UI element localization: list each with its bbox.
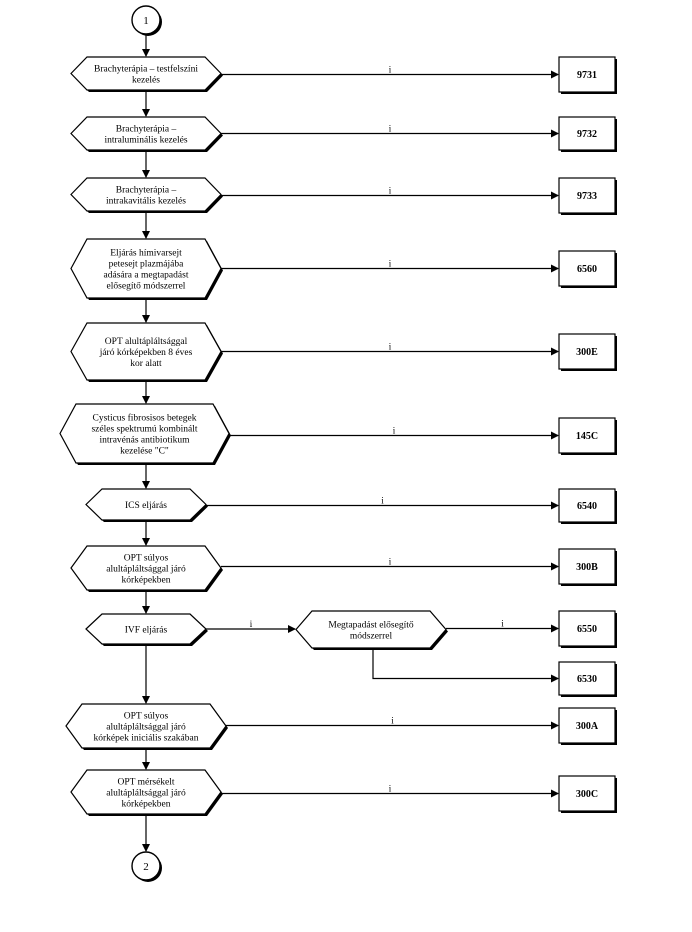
code-box-6560-label: 6560 [577, 264, 597, 275]
decision-d10 [65, 703, 227, 749]
yes-label-d3: i [389, 186, 392, 196]
decision-d3-line-2: intrakavitális kezelés [106, 197, 186, 207]
code-box-9731 [558, 56, 616, 93]
decision-d1 [70, 56, 222, 91]
code-box-300E [558, 333, 616, 370]
decision-d6 [59, 403, 230, 464]
decision-d7 [85, 488, 207, 521]
decision-d3 [70, 177, 222, 212]
decision-d4-line-4: elősegítő módszerrel [107, 282, 186, 292]
yes-label-d5: i [389, 342, 392, 352]
decision-d8-line-1: OPT súlyos [124, 554, 169, 564]
yes-label-d2: i [389, 124, 392, 134]
code-box-6540 [558, 488, 616, 523]
code-box-300A [558, 707, 616, 744]
decision-d5-line-1: OPT alultápláltsággal [105, 337, 188, 347]
code-box-9732-label: 9732 [577, 129, 597, 140]
yes-label-d9: i [250, 619, 253, 629]
decision-d9 [85, 613, 207, 645]
code-box-300C [558, 775, 616, 812]
decision-d7-line-1: ICS eljárás [125, 501, 167, 511]
decision-d10-line-3: kórképek iniciális szakában [94, 734, 199, 744]
decision-d9b [295, 610, 447, 649]
yes-label-d8: i [389, 557, 392, 567]
end-connector-label: 2 [143, 861, 149, 873]
code-box-6560 [558, 250, 616, 287]
decision-d2 [70, 116, 222, 151]
decision-d8-line-3: kórképekben [121, 576, 170, 586]
code-box-9733-label: 9733 [577, 191, 597, 202]
yes-label-d6: i [393, 426, 396, 436]
decision-d3-line-1: Brachyterápia – [116, 186, 177, 196]
decision-d4-line-3: adására a megtapadást [104, 271, 189, 281]
yes-label-d7: i [381, 496, 384, 506]
code-box-300C-label: 300C [576, 789, 598, 800]
decision-d6-line-3: intravénás antibiotikum [100, 436, 191, 446]
decision-d11-line-1: OPT mérsékelt [117, 778, 174, 788]
decision-d5 [70, 322, 222, 381]
code-box-9732 [558, 116, 616, 151]
decision-d10-line-1: OPT súlyos [124, 712, 169, 722]
code-box-6530 [558, 661, 616, 696]
decision-d4 [70, 238, 222, 299]
decision-d11 [70, 769, 222, 815]
yes-label-d4: i [389, 259, 392, 269]
start-connector [131, 5, 161, 35]
code-box-6540-label: 6540 [577, 501, 597, 512]
decision-d2-line-2: intraluminális kezelés [104, 136, 187, 146]
code-box-300B-label: 300B [576, 562, 598, 573]
decision-d8-line-2: alultápláltsággal járó [106, 565, 186, 575]
no-arrow-d9b [372, 648, 559, 683]
decision-d9b-line-1: Megtapadást elősegítő [328, 621, 413, 631]
yes-label-d11: i [389, 784, 392, 794]
decision-d8 [70, 545, 222, 591]
flowchart-nodes: 1 2 i i i i i i i i i i i i Brachyterápia – testfelszí… [59, 5, 617, 882]
yes-label-d9b: i [501, 619, 504, 629]
decision-d6-line-1: Cysticus fibrosisos betegek [93, 413, 197, 424]
code-box-300B [558, 548, 616, 585]
code-box-300E-label: 300E [576, 347, 598, 358]
code-box-6550 [558, 610, 616, 647]
code-box-300A-label: 300A [576, 721, 599, 732]
decision-d1-line-1: Brachyterápia – testfelszíni [94, 64, 198, 75]
decision-d2-line-1: Brachyterápia – [116, 125, 177, 135]
decision-d4-line-2: petesejt plazmájába [109, 260, 184, 270]
decision-d1-line-2: kezelés [132, 76, 160, 86]
decision-d6-line-4: kezelése "C" [120, 447, 169, 457]
start-connector-label: 1 [143, 15, 149, 27]
yes-label-d10: i [391, 716, 394, 726]
decision-d9-line-1: IVF eljárás [125, 626, 168, 636]
decision-d5-line-3: kor alatt [130, 359, 162, 369]
code-box-145C-label: 145C [576, 431, 598, 442]
decision-d10-line-2: alultápláltsággal járó [106, 723, 186, 733]
decision-d4-line-1: Eljárás hímivarsejt [110, 249, 182, 259]
decision-d5-line-2: járó kórképekben 8 éves [99, 348, 193, 358]
code-box-9733 [558, 177, 616, 214]
decision-d11-line-3: kórképekben [121, 800, 170, 810]
decision-d9b-line-2: módszerrel [350, 632, 393, 642]
code-box-6550-label: 6550 [577, 624, 597, 635]
code-box-6530-label: 6530 [577, 674, 597, 685]
code-box-145C [558, 417, 616, 454]
end-connector [131, 851, 161, 881]
decision-d11-line-2: alultápláltsággal járó [106, 789, 186, 799]
code-box-9731-label: 9731 [577, 70, 597, 81]
connector-lines [142, 34, 559, 852]
yes-label-d1: i [389, 65, 392, 75]
decision-d6-line-2: széles spektrumú kombinált [91, 425, 197, 435]
